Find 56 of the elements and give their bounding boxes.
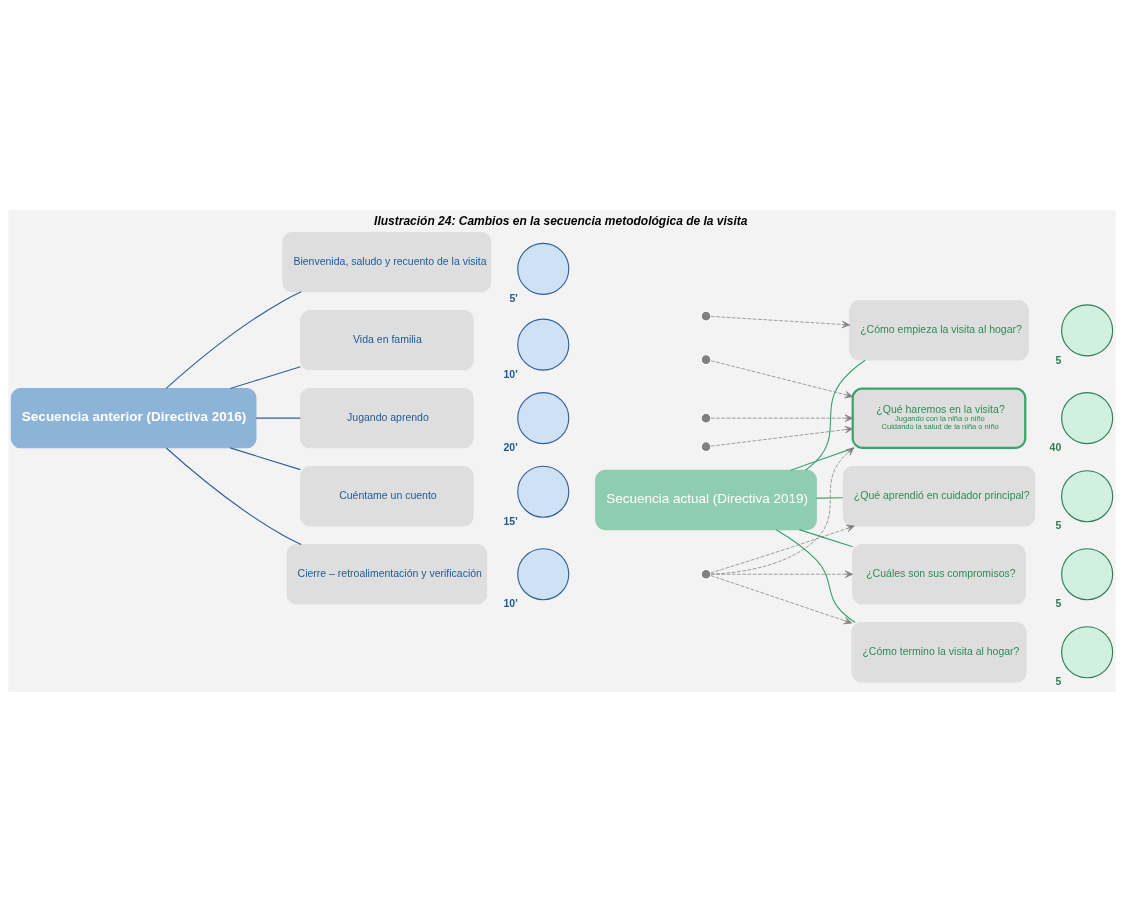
node-box: Bienvenida, saludo y recuento de la visita bbox=[282, 231, 492, 292]
connector bbox=[255, 417, 301, 419]
node-circle bbox=[700, 353, 712, 365]
node-box: ¿Cuáles son sus compromisos? bbox=[852, 543, 1026, 604]
connector bbox=[165, 446, 302, 545]
node-circle bbox=[1061, 547, 1114, 600]
connector bbox=[229, 365, 301, 389]
node-circle bbox=[700, 310, 712, 322]
node-label: 10' bbox=[503, 596, 518, 609]
node-box: Jugando aprendo bbox=[300, 387, 474, 448]
node-box: Vida en familia bbox=[300, 309, 474, 370]
node-circle bbox=[1061, 625, 1114, 678]
arrow bbox=[710, 447, 855, 575]
node-label: 5 bbox=[1055, 353, 1062, 366]
node-circle bbox=[517, 547, 570, 600]
node-box: ¿Cómo termino la visita al hogar? bbox=[851, 621, 1027, 682]
arrow bbox=[710, 524, 855, 573]
node-label: 40 bbox=[1049, 440, 1062, 453]
node-circle bbox=[700, 412, 712, 424]
node-box: ¿Qué haremos en la visita? Jugando con la niña o niño Cuidando la salud de la niña o niño bbox=[851, 386, 1027, 449]
node-box: Secuencia anterior (Directiva 2016) bbox=[10, 387, 257, 448]
node-label: 5' bbox=[509, 291, 518, 304]
diagram-title: Ilustración 24: Cambios en la secuencia metodológica de la visita bbox=[374, 213, 748, 228]
node-circle bbox=[700, 568, 712, 580]
connector bbox=[229, 446, 301, 470]
arrow bbox=[710, 359, 853, 398]
node-circle bbox=[517, 318, 570, 371]
connector bbox=[815, 496, 844, 499]
connector bbox=[798, 528, 854, 547]
arrow bbox=[710, 413, 853, 422]
connector bbox=[775, 528, 856, 623]
node-label: 10' bbox=[503, 367, 518, 380]
node-label: 5 bbox=[1055, 518, 1062, 531]
node-box: Cuéntame un cuento bbox=[300, 465, 474, 526]
node-box: ¿Cómo empieza la visita al hogar? bbox=[849, 299, 1029, 361]
node-box: ¿Qué aprendió en cuidador principal? bbox=[842, 465, 1036, 526]
node-label: 20' bbox=[503, 440, 518, 453]
connector bbox=[165, 290, 302, 389]
node-label: 15' bbox=[503, 514, 518, 527]
connector bbox=[790, 446, 855, 471]
node-circle bbox=[1061, 469, 1114, 522]
node-label: 5 bbox=[1055, 596, 1062, 609]
arrow bbox=[710, 574, 853, 624]
node-circle bbox=[517, 391, 570, 444]
node-circle bbox=[1061, 303, 1114, 356]
arrow bbox=[710, 315, 850, 328]
arrow bbox=[710, 569, 853, 578]
node-circle bbox=[517, 242, 570, 295]
node-circle bbox=[517, 465, 570, 518]
arrow bbox=[710, 425, 853, 447]
connector bbox=[804, 359, 866, 471]
node-box: Secuencia actual (Directiva 2019) bbox=[595, 469, 817, 530]
node-box: Cierre – retroalimentación y verificación bbox=[286, 543, 488, 604]
node-circle bbox=[1061, 391, 1114, 444]
node-label: 5 bbox=[1055, 674, 1062, 687]
node-circle bbox=[700, 440, 712, 452]
